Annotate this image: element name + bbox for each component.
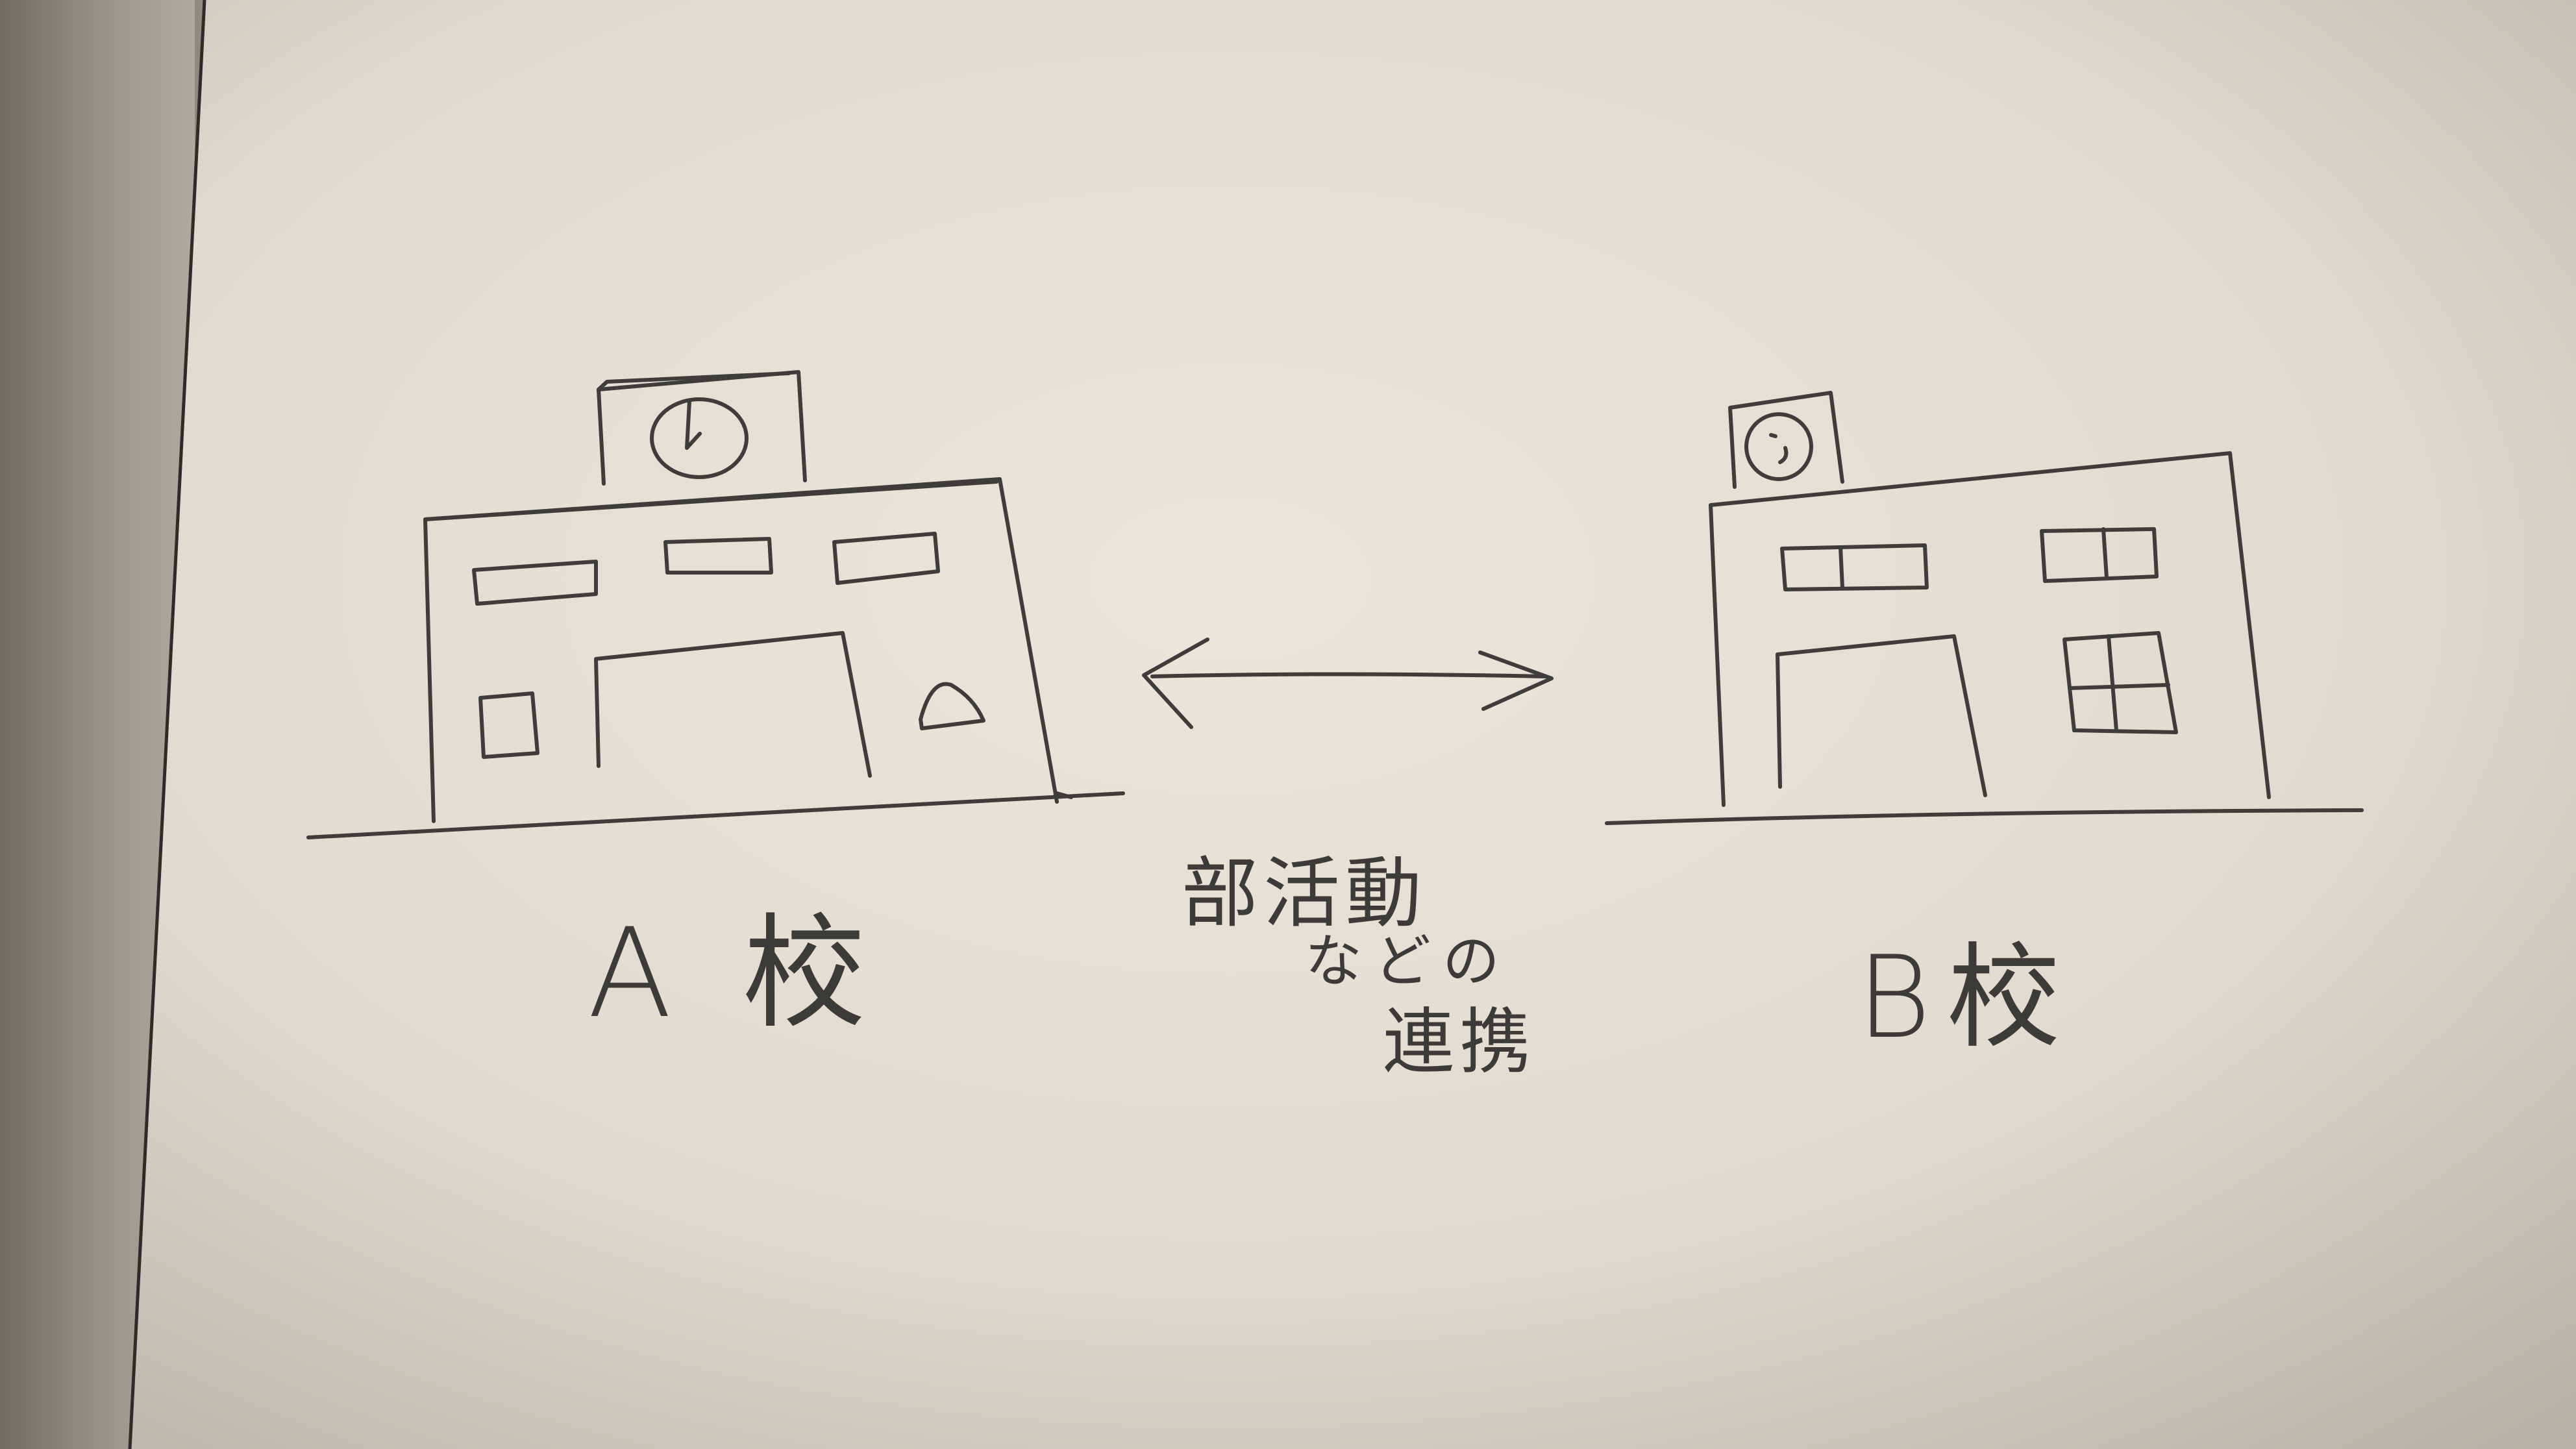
main-body-b — [1709, 451, 2271, 807]
school-a-label: A 校 — [588, 902, 882, 1045]
paper-edge-line — [128, 0, 206, 1449]
window-a-5 — [919, 682, 985, 730]
caption-line-1: 部活動 — [1182, 848, 1428, 938]
school-a-building — [306, 370, 1125, 839]
clock-tower-b — [1728, 391, 1844, 489]
window-a-3 — [832, 532, 940, 585]
window-a-4 — [478, 691, 539, 759]
ground-line-b — [1605, 808, 2364, 825]
window-a-2 — [663, 537, 773, 575]
school-b-building — [1605, 391, 2364, 825]
clock-icon — [1744, 412, 1813, 481]
entrance-b — [1776, 634, 1987, 797]
window-a-1 — [472, 560, 598, 606]
entrance-a — [594, 631, 872, 778]
window-b-1 — [1780, 543, 1929, 591]
ground-line-a — [306, 791, 1125, 839]
window-b-3 — [2062, 631, 2178, 734]
caption-line-2: などの — [1305, 928, 1512, 995]
school-b-label: B校 — [1857, 932, 2076, 1064]
caption-line-3: 連携 — [1383, 1000, 1536, 1084]
paper-sheet — [130, 0, 2576, 1449]
window-b-2 — [2040, 527, 2159, 583]
clock-tower-a — [597, 370, 807, 486]
clock-icon — [650, 397, 749, 479]
double-arrow-icon — [1142, 638, 1554, 729]
